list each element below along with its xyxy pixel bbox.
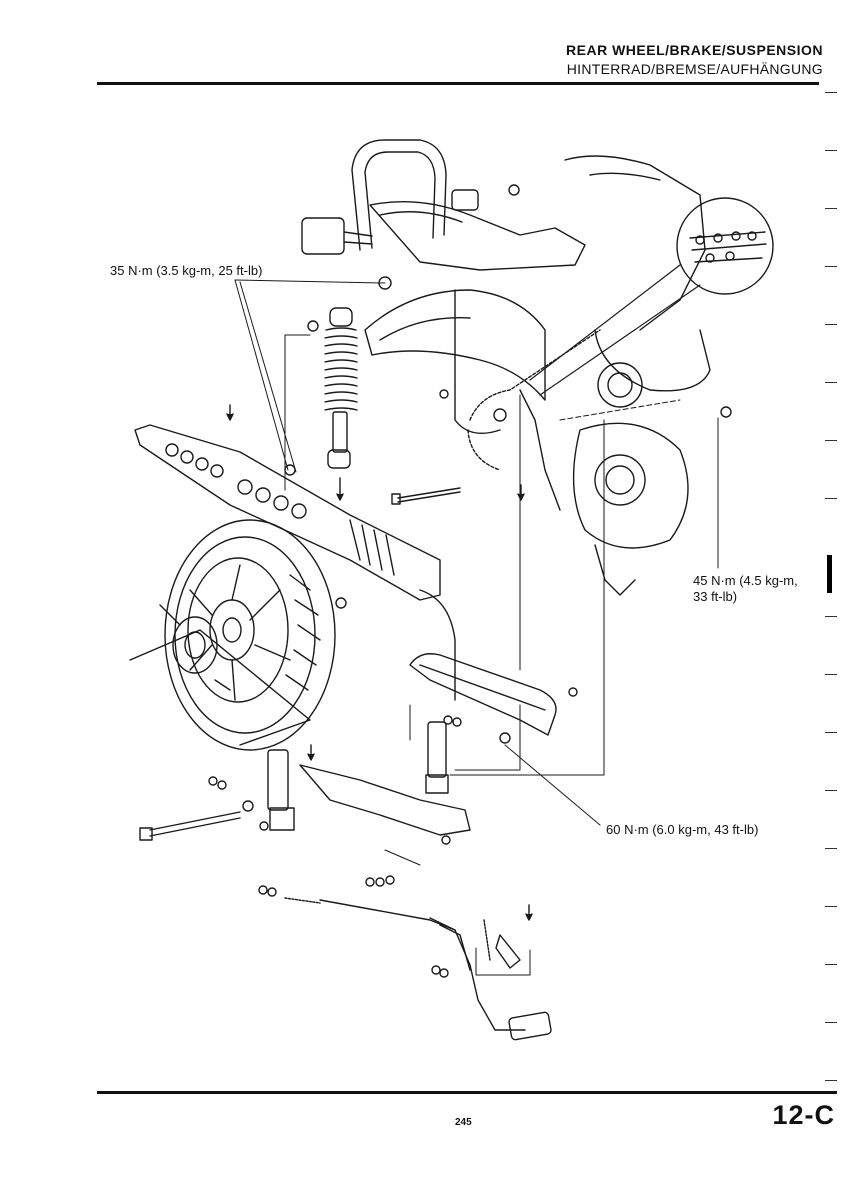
edge-bar xyxy=(827,555,832,593)
edge-mark xyxy=(825,732,837,733)
torque-callout-35nm: 35 N·m (3.5 kg-m, 25 ft-lb) xyxy=(110,263,263,278)
edge-mark xyxy=(825,790,837,791)
edge-mark xyxy=(825,266,837,267)
edge-mark xyxy=(825,848,837,849)
torque-callout-45nm-line2: 33 ft-lb) xyxy=(693,589,738,604)
drive-chain xyxy=(467,329,601,471)
rear-shock-absorber xyxy=(324,307,358,469)
edge-mark xyxy=(825,382,837,383)
edge-mark xyxy=(825,324,837,325)
edge-mark xyxy=(825,616,837,617)
torque-callout-45nm-line1: 45 N·m (4.5 kg-m, xyxy=(693,573,798,588)
rear-fender xyxy=(364,289,546,434)
edge-mark xyxy=(825,92,837,93)
direction-arrows xyxy=(226,404,533,921)
swing-arm xyxy=(134,424,456,701)
edge-mark xyxy=(825,964,837,965)
page-number: 245 xyxy=(455,1117,472,1128)
edge-mark xyxy=(825,674,837,675)
leader-lines xyxy=(234,279,719,976)
section-title: REAR WHEEL/BRAKE/SUSPENSION xyxy=(566,42,823,58)
header-rule xyxy=(97,82,819,85)
edge-mark xyxy=(825,906,837,907)
edge-mark xyxy=(825,208,837,209)
pivot-bolt xyxy=(139,487,461,841)
footer-rule xyxy=(97,1091,837,1094)
edge-mark xyxy=(825,498,837,499)
section-number: 12-C xyxy=(772,1100,835,1130)
engine-outline xyxy=(519,155,711,596)
torque-callout-45nm: 45 N·m (4.5 kg-m, 33 ft-lb) xyxy=(693,573,798,605)
brake-pedal xyxy=(284,897,552,1041)
turn-signal-left xyxy=(301,217,373,255)
edge-mark xyxy=(825,150,837,151)
grab-rail xyxy=(351,139,586,271)
brake-panel xyxy=(129,604,311,746)
pivot-cross-member xyxy=(267,721,471,836)
edge-mark xyxy=(825,1022,837,1023)
turn-signal-right xyxy=(451,189,479,211)
edge-mark xyxy=(825,1080,837,1081)
chain-case xyxy=(409,653,557,736)
chain-link-detail xyxy=(529,197,774,396)
edge-mark xyxy=(825,440,837,441)
section-subtitle: HINTERRAD/BREMSE/AUFHÄNGUNG xyxy=(566,61,823,77)
rear-wheel xyxy=(164,519,336,751)
torque-callout-60nm: 60 N·m (6.0 kg-m, 43 ft-lb) xyxy=(606,822,759,837)
fasteners xyxy=(208,184,732,978)
